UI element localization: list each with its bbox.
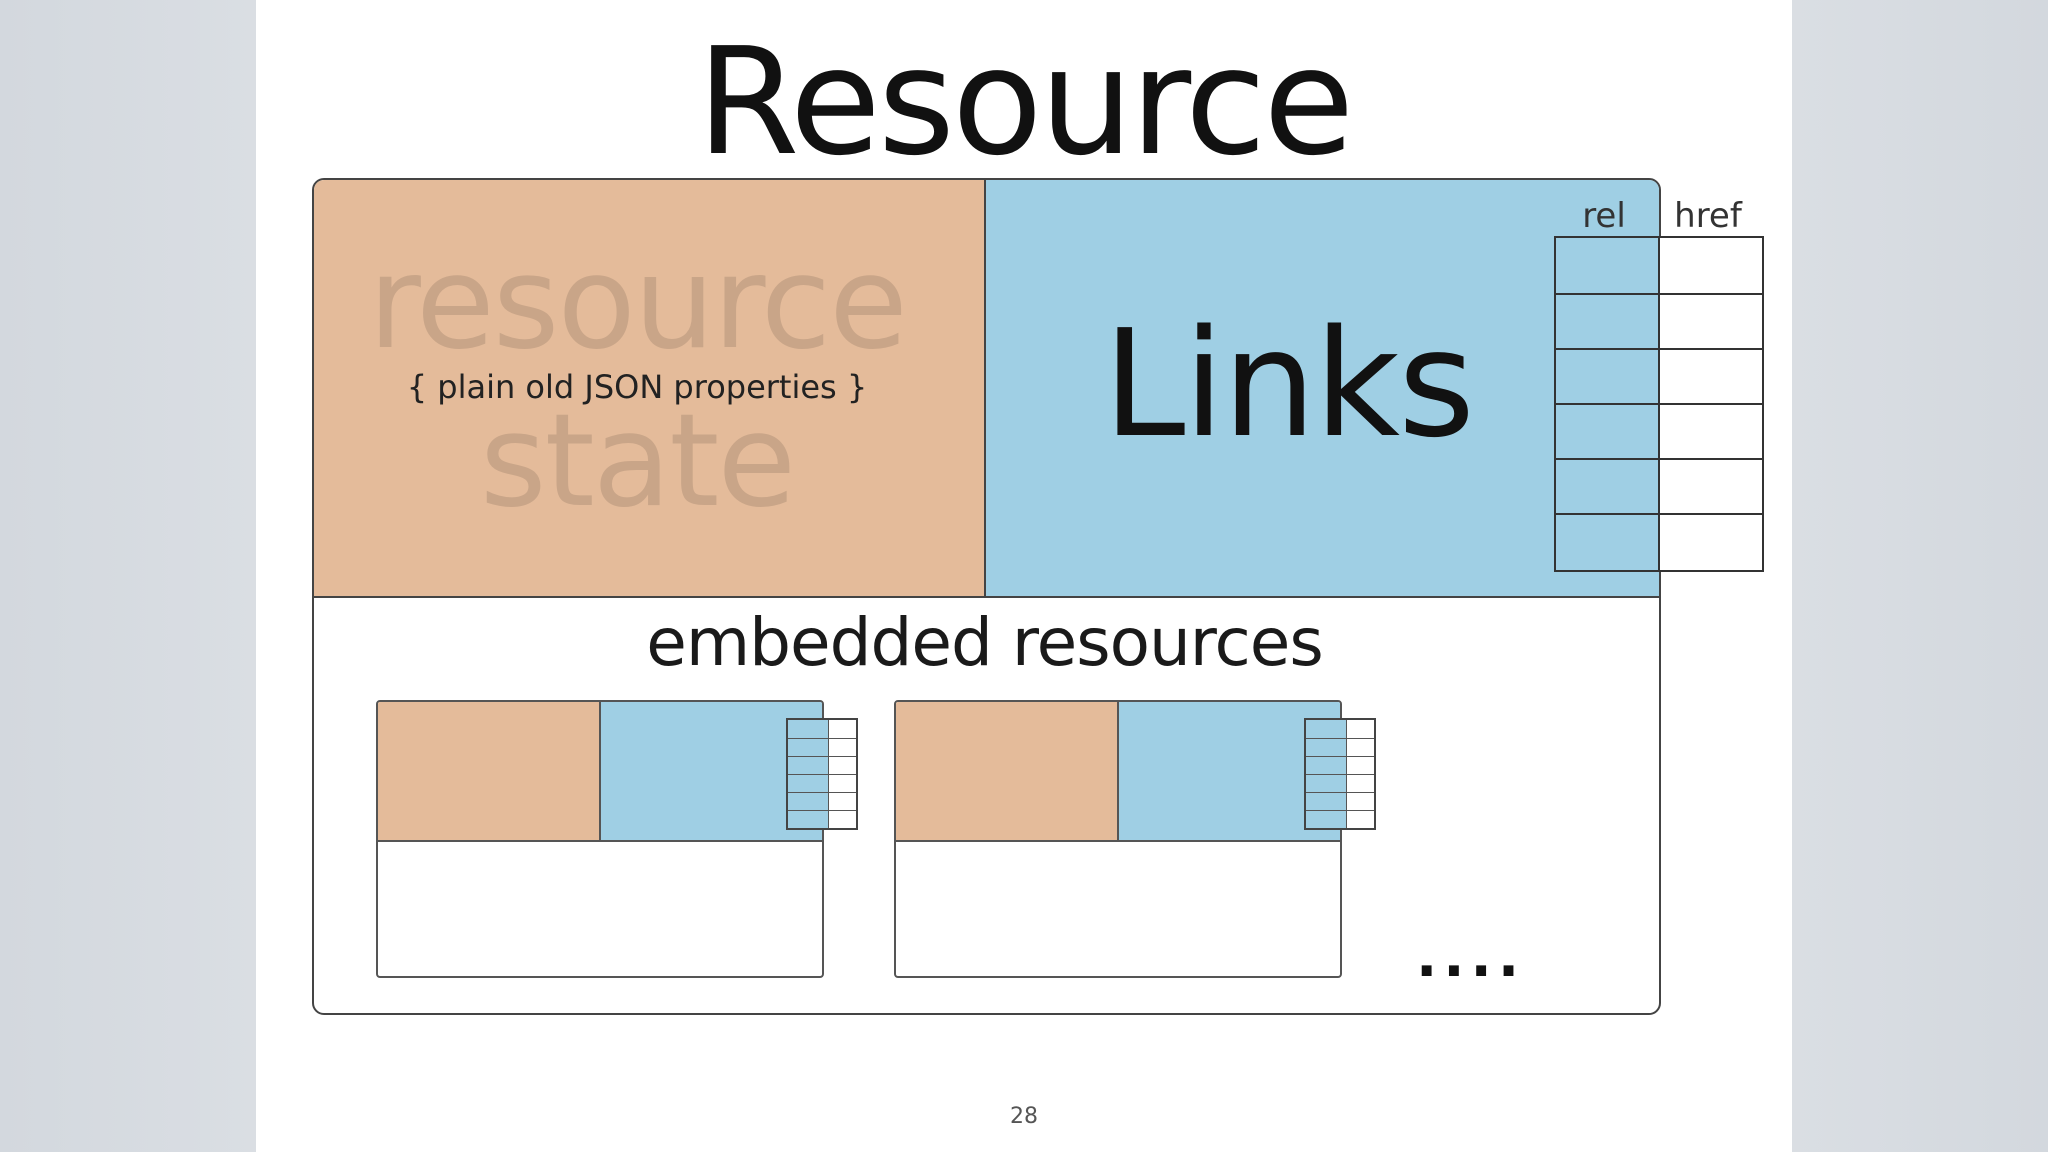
- embedded-resources-label: embedded resources: [646, 604, 1324, 681]
- resource-state-section: resource state { plain old JSON properti…: [314, 180, 986, 598]
- table-row-divider: [1556, 513, 1762, 515]
- embedded-resource-1-links-table: [786, 718, 858, 830]
- page-number: 28: [1010, 1104, 1038, 1129]
- embedded-resource-1-links: [601, 702, 822, 842]
- embedded-resource-1: [376, 700, 824, 978]
- embedded-resource-2-links-table: [1304, 718, 1376, 830]
- table-row-divider: [1556, 348, 1762, 350]
- embedded-resource-2-state: [896, 702, 1119, 842]
- links-table: [1554, 236, 1764, 572]
- embedded-resource-1-state: [378, 702, 601, 842]
- table-row-divider: [1556, 403, 1762, 405]
- href-column-label: href: [1674, 196, 1742, 236]
- rel-column-label: rel: [1582, 196, 1626, 236]
- state-watermark-top: resource: [368, 229, 908, 378]
- state-watermark-bottom: state: [479, 387, 796, 536]
- json-properties-label: { plain old JSON properties }: [406, 368, 868, 406]
- embedded-resource-2-links: [1119, 702, 1340, 842]
- links-section: Links: [986, 180, 1659, 598]
- table-row-divider: [1556, 458, 1762, 460]
- resource-box: resource state { plain old JSON properti…: [312, 178, 1661, 1015]
- table-row-divider: [1556, 293, 1762, 295]
- slide-title: Resource: [696, 16, 1355, 188]
- links-label: Links: [1102, 298, 1475, 470]
- slide: Resource resource state { plain old JSON…: [256, 0, 1792, 1152]
- more-embedded-ellipsis: ....: [1416, 925, 1526, 990]
- embedded-resource-2: [894, 700, 1342, 978]
